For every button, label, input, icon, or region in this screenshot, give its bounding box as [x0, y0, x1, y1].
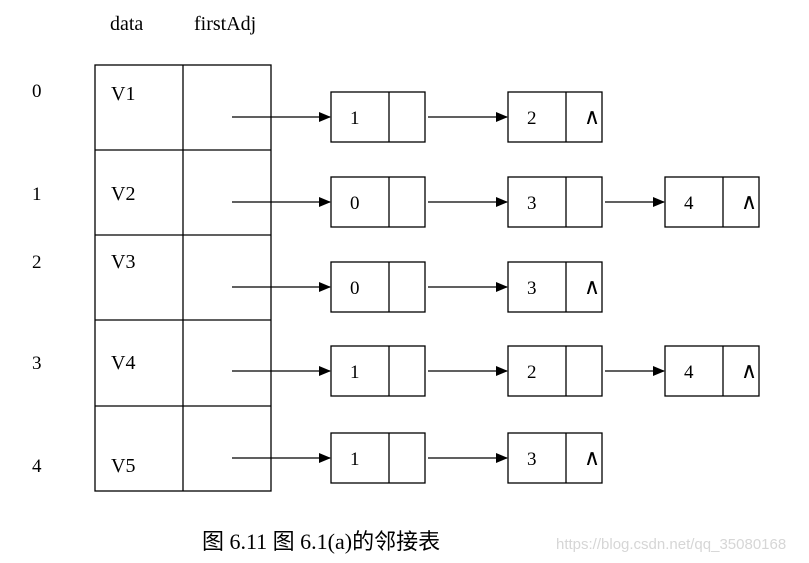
header-data: data [110, 13, 143, 35]
vertex-table [94, 64, 272, 492]
vertex-name: V5 [111, 455, 135, 477]
header-firstadj: firstAdj [194, 13, 256, 35]
null-pointer-symbol: ∧ [584, 445, 600, 470]
adjacency-node: 1 [330, 91, 508, 143]
adjacency-node-value: 0 [350, 193, 360, 214]
adjacency-node-box [330, 91, 426, 143]
adjacency-node-box [507, 91, 603, 143]
adjacency-node-box [507, 432, 603, 484]
vertex-name: V2 [111, 183, 135, 205]
adjacency-node: 2∧ [507, 91, 603, 143]
adjacency-node-box [330, 176, 426, 228]
vertex-index: 2 [32, 252, 42, 273]
adjacency-node-value: 3 [527, 278, 537, 299]
vertex-name: V1 [111, 83, 135, 105]
adjacency-node-value: 1 [350, 108, 360, 129]
null-pointer-symbol: ∧ [584, 274, 600, 299]
null-pointer-symbol: ∧ [741, 189, 757, 214]
adjacency-node-box [507, 176, 603, 228]
adjacency-node-box [507, 261, 603, 313]
adjacency-node-value: 3 [527, 449, 537, 470]
vertex-index: 1 [32, 184, 42, 205]
adjacency-node-value: 4 [684, 362, 694, 383]
adjacency-node-value: 1 [350, 449, 360, 470]
null-pointer-symbol: ∧ [741, 358, 757, 383]
vertex-index: 0 [32, 81, 42, 102]
adjacency-node-value: 0 [350, 278, 360, 299]
vertex-index: 4 [32, 456, 42, 477]
vertex-name: V4 [111, 352, 135, 374]
adjacency-node-value: 4 [684, 193, 694, 214]
watermark: https://blog.csdn.net/qq_35080168 [556, 536, 786, 553]
adjacency-node: 3∧ [507, 432, 603, 484]
adjacency-node: 2 [507, 345, 665, 397]
adjacency-node-value: 1 [350, 362, 360, 383]
adjacency-node: 1 [330, 345, 508, 397]
vertex-name: V3 [111, 251, 135, 273]
null-pointer-symbol: ∧ [584, 104, 600, 129]
adjacency-node: 3∧ [507, 261, 603, 313]
adjacency-node-box [330, 345, 426, 397]
adjacency-node: 0 [330, 176, 508, 228]
adjacency-node-box [330, 261, 426, 313]
adjacency-node: 1 [330, 432, 508, 484]
adjacency-node-value: 2 [527, 362, 537, 383]
figure-caption: 图 6.11 图 6.1(a)的邻接表 [202, 529, 440, 554]
vertex-index: 3 [32, 353, 42, 374]
adjacency-node-box [330, 432, 426, 484]
adjacency-node: 3 [507, 176, 665, 228]
adjacency-node-box [664, 176, 760, 228]
adjacency-node-box [664, 345, 760, 397]
adjacency-node: 0 [330, 261, 508, 313]
adjacency-node-value: 3 [527, 193, 537, 214]
adjacency-node-value: 2 [527, 108, 537, 129]
adjacency-node-box [507, 345, 603, 397]
adjacency-node: 4∧ [664, 176, 760, 228]
adjacency-node: 4∧ [664, 345, 760, 397]
